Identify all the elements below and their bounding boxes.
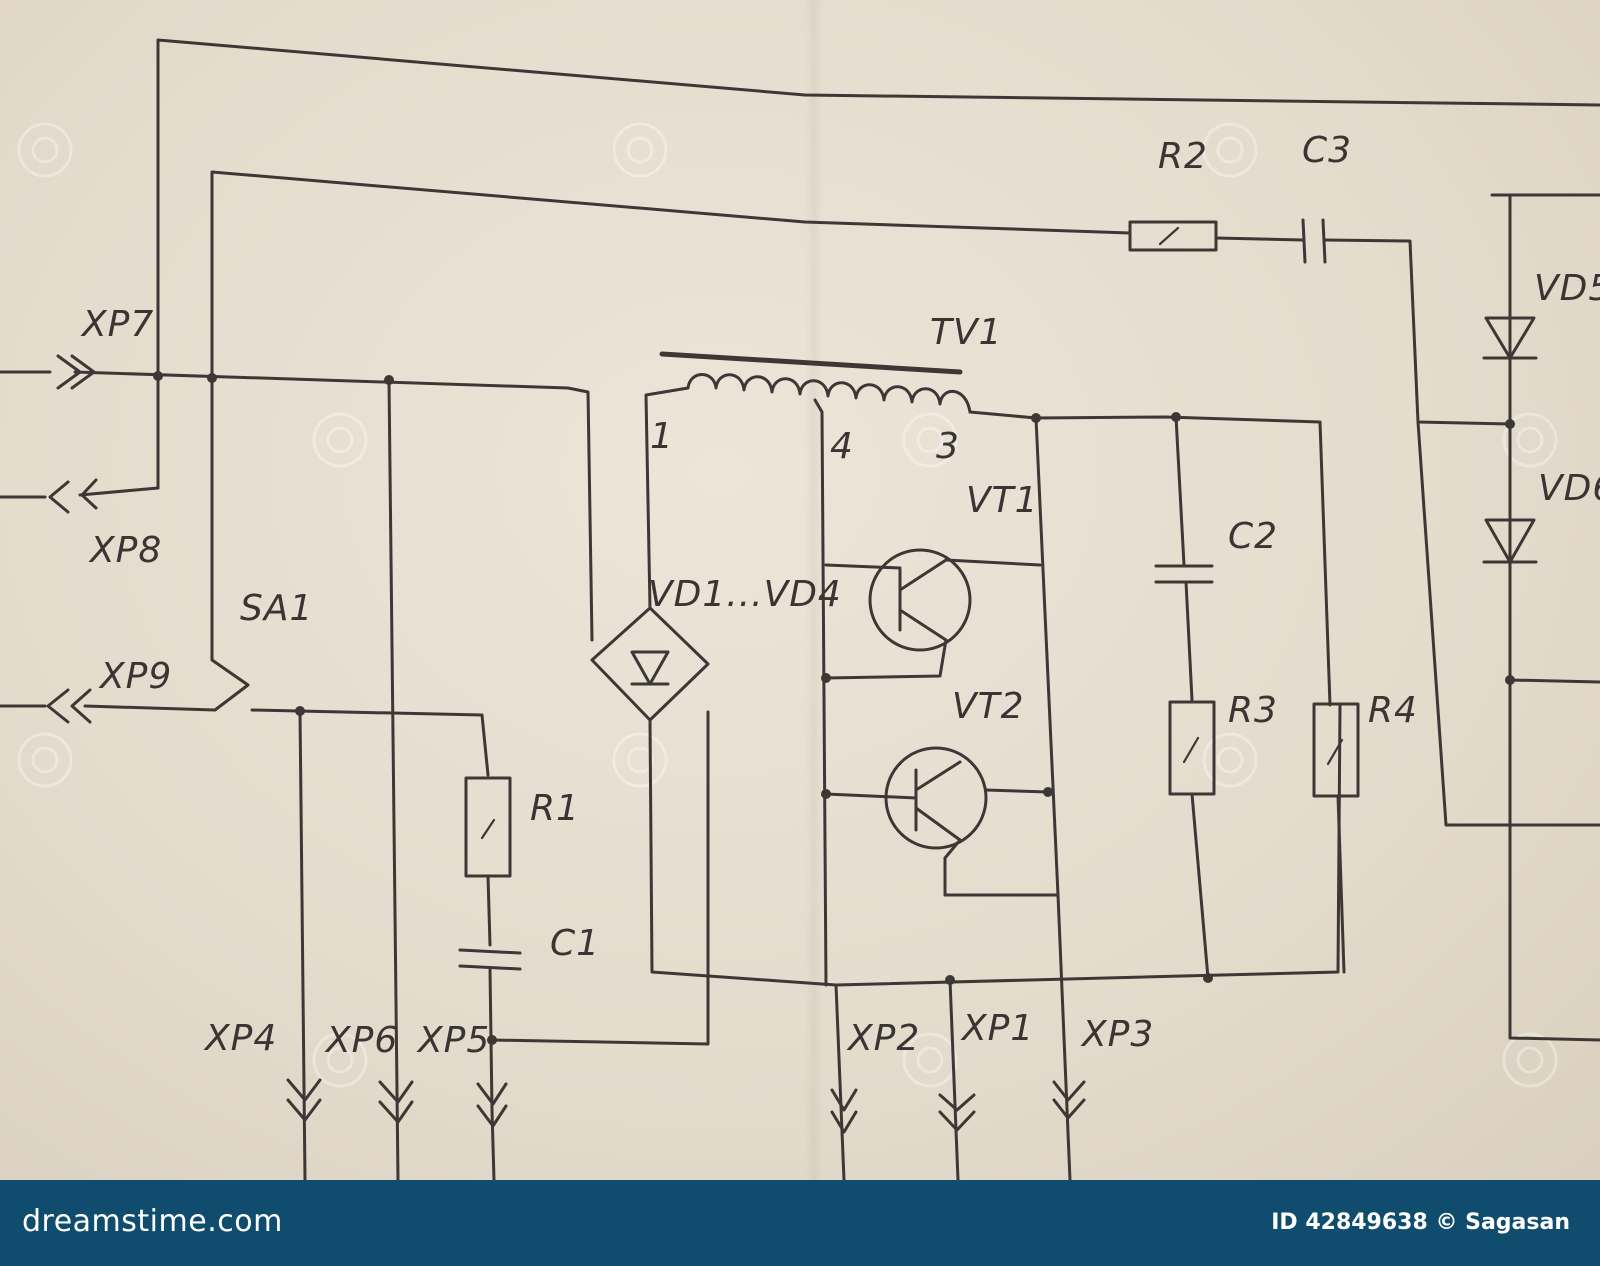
wire-xp4 [298, 709, 307, 1180]
wire-xp6 [387, 378, 400, 1180]
wire-xp2 [834, 983, 846, 1180]
label-c2: C2 [1228, 516, 1278, 557]
wire-sa1-out [250, 708, 490, 777]
site-logo[interactable]: dreamstime.com [22, 1204, 283, 1239]
transformer-winding [686, 373, 972, 414]
junction-vd-low [1505, 675, 1515, 685]
label-xp1: XP1 [960, 1008, 1034, 1049]
wire-xp5 [490, 710, 710, 1046]
label-pin1: 1 [650, 416, 674, 457]
wire-vt-right [943, 416, 1060, 897]
transistor-vt1 [824, 548, 1042, 680]
junction-vt2-b [821, 789, 831, 799]
paper-fold [805, 0, 823, 1180]
image-credit: ID 42849638 © Sagasan [1271, 1210, 1570, 1235]
label-xp6: XP6 [324, 1020, 398, 1061]
connector-xp9 [46, 688, 92, 724]
wire-xp1 [948, 978, 960, 1180]
label-vd1-vd4: VD1...VD4 [648, 574, 842, 615]
transformer-core [659, 351, 963, 375]
wire-r4-bottom [1336, 794, 1346, 974]
label-r4: R4 [1368, 690, 1418, 731]
wire-r3-bottom [1190, 792, 1210, 980]
connector-xp4 [286, 1078, 322, 1122]
wire-c3-right [1323, 238, 1512, 426]
wire-vd-column [1490, 193, 1600, 1042]
capacitor-c1 [458, 948, 522, 971]
label-pin3: 3 [936, 426, 960, 467]
label-xp2: XP2 [846, 1018, 920, 1059]
wire-xp9 [0, 643, 250, 712]
bridge-rectifier-vd1-vd4 [590, 606, 710, 722]
connector-xp3 [1052, 1080, 1086, 1120]
label-r1: R1 [530, 788, 580, 829]
junction-vt2-c [1043, 787, 1053, 797]
label-r2: R2 [1158, 136, 1208, 177]
label-pin4: 4 [830, 426, 854, 467]
wire-tap-3 [968, 410, 1332, 707]
wire-r2-c3 [1214, 236, 1305, 242]
label-xp8: XP8 [88, 530, 162, 571]
junction-vd [1505, 419, 1515, 429]
junction-vt1-e [821, 673, 831, 683]
junction-xp5 [487, 1035, 497, 1045]
connector-xp5 [476, 1082, 508, 1128]
wire-top-outer [156, 38, 1600, 490]
resistor-r2 [1128, 220, 1218, 252]
wire-right-return [1416, 420, 1600, 827]
connector-xp7 [56, 354, 96, 390]
wire-c2-r3 [1184, 580, 1194, 702]
label-tv1: TV1 [930, 312, 1003, 353]
diode-vd6 [1482, 518, 1538, 564]
junction-xp7-b [207, 373, 217, 383]
wire-c2 [1174, 415, 1186, 567]
resistor-r4 [1312, 702, 1360, 798]
label-sa1: SA1 [240, 588, 313, 629]
connector-xp2 [830, 1088, 858, 1134]
watermark-pattern [17, 122, 1558, 1088]
diode-vd5 [1482, 316, 1538, 360]
wire-bridge-bottom [648, 703, 1342, 987]
wire-r1-c1 [486, 874, 492, 947]
capacitor-c2 [1154, 564, 1214, 584]
label-xp3: XP3 [1080, 1014, 1154, 1055]
wire-tap-4 [813, 398, 828, 987]
label-xp5: XP5 [416, 1020, 490, 1061]
circuit-schematic: XP7 XP8 XP9 SA1 R1 C1 XP4 XP6 XP5 TV1 1 … [0, 38, 1600, 1180]
connector-xp6 [378, 1080, 414, 1124]
wire-xp8 [0, 486, 160, 499]
resistor-r1 [464, 776, 512, 878]
wire-top-inner [210, 170, 1132, 647]
junction-xp7-a [153, 371, 163, 381]
wire-xp3 [1056, 893, 1072, 1180]
label-r3: R3 [1228, 690, 1278, 731]
label-vt2: VT2 [952, 686, 1025, 727]
label-xp7: XP7 [80, 304, 154, 345]
label-vt1: VT1 [966, 480, 1039, 521]
transistor-vt2 [824, 746, 1050, 860]
label-xp4: XP4 [203, 1018, 277, 1059]
wire-xp7-bus [0, 370, 594, 642]
schematic-sheet: XP7 XP8 XP9 SA1 R1 C1 XP4 XP6 XP5 TV1 1 … [0, 0, 1600, 1180]
connector-xp1 [938, 1093, 976, 1132]
label-c3: C3 [1302, 130, 1352, 171]
footer-bar: dreamstime.com ID 42849638 © Sagasan [0, 1180, 1600, 1266]
label-vd6: VD6 [1538, 468, 1600, 509]
label-xp9: XP9 [98, 656, 172, 697]
label-c1: C1 [550, 923, 600, 964]
wire-xp5-tail [490, 1108, 496, 1180]
wire-bridge-top [644, 386, 690, 610]
capacitor-c3 [1301, 218, 1327, 264]
label-vd5: VD5 [1534, 268, 1600, 309]
junction-r3 [1203, 973, 1213, 983]
connector-xp8 [48, 478, 98, 514]
